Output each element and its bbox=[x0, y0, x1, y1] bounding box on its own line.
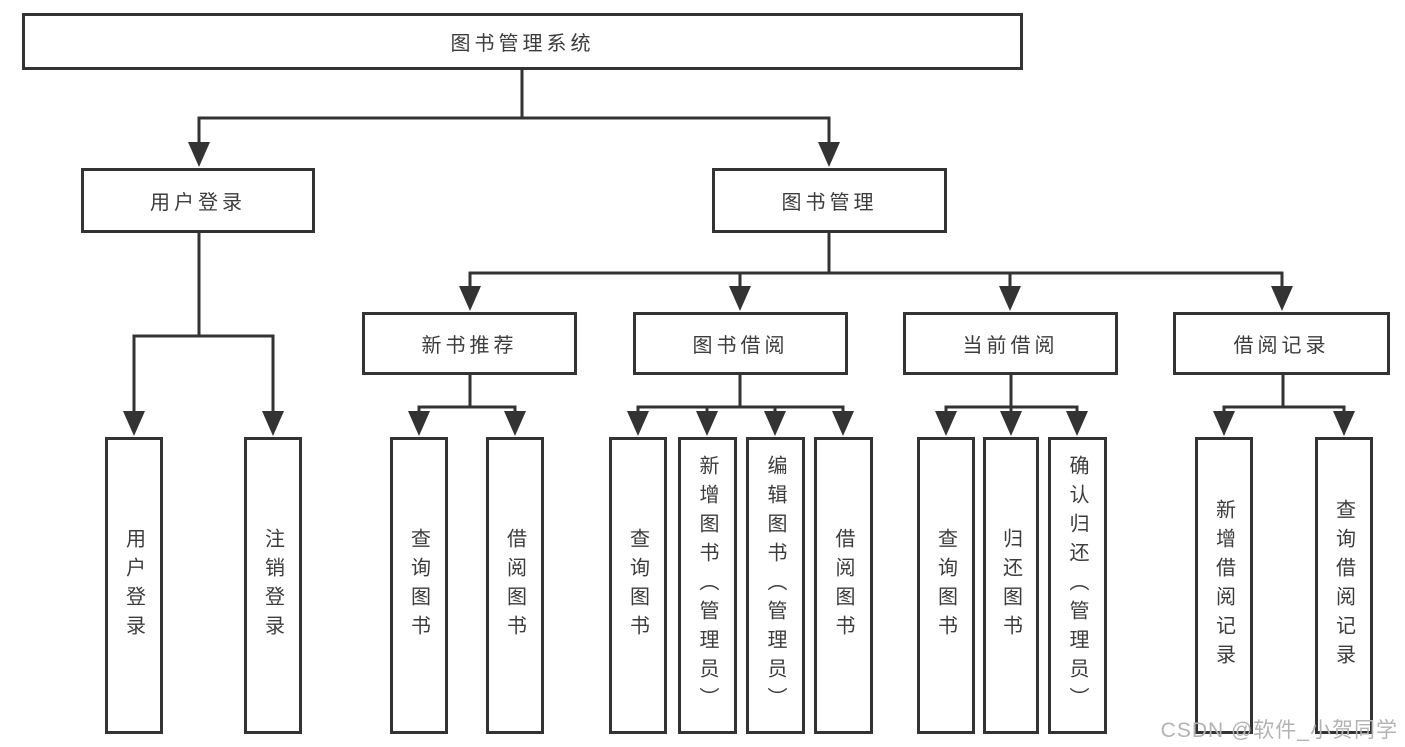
leaf-borrow-books-recommend: 借阅图书 bbox=[486, 437, 544, 734]
leaf-label: 用户登录 bbox=[122, 527, 145, 644]
leaf-label: 查询图书 bbox=[934, 527, 957, 644]
watermark: CSDN @软件_小贺同学 bbox=[1160, 719, 1398, 742]
leaf-add-borrow-record: 新增借阅记录 bbox=[1195, 437, 1253, 734]
group-book-borrowing: 图书借阅 bbox=[633, 312, 848, 375]
group-label: 当前借阅 bbox=[962, 335, 1059, 357]
leaf-label: 借阅图书 bbox=[503, 527, 526, 644]
leaf-label: 归还图书 bbox=[999, 527, 1022, 644]
leaf-edit-books-admin: 编辑图书（管理员） bbox=[746, 437, 805, 734]
leaf-return-books: 归还图书 bbox=[983, 437, 1039, 734]
leaf-label: 查询图书 bbox=[626, 527, 649, 644]
leaf-query-books-borrowing: 查询图书 bbox=[609, 437, 667, 734]
group-current-borrowing: 当前借阅 bbox=[903, 312, 1118, 375]
leaf-label: 编辑图书（管理员） bbox=[764, 455, 786, 716]
branch-user-login: 用户登录 bbox=[81, 168, 315, 233]
leaf-label: 查询借阅记录 bbox=[1332, 498, 1355, 673]
leaf-add-books-admin: 新增图书（管理员） bbox=[678, 437, 737, 734]
group-label: 新书推荐 bbox=[421, 335, 518, 357]
leaf-borrow-books-borrowing: 借阅图书 bbox=[814, 437, 873, 734]
leaf-label: 确认归还（管理员） bbox=[1066, 455, 1088, 716]
leaf-confirm-return-admin: 确认归还（管理员） bbox=[1048, 437, 1107, 734]
leaf-logout-login: 注销登录 bbox=[244, 437, 302, 734]
group-borrowing-records: 借阅记录 bbox=[1173, 312, 1390, 375]
leaf-query-books-current: 查询图书 bbox=[917, 437, 975, 734]
leaf-query-borrow-record: 查询借阅记录 bbox=[1315, 437, 1373, 734]
node-root: 图书管理系统 bbox=[22, 13, 1023, 70]
leaf-label: 新增图书（管理员） bbox=[696, 455, 718, 716]
group-label: 借阅记录 bbox=[1233, 335, 1330, 357]
branch-book-management-label: 图书管理 bbox=[781, 192, 878, 214]
leaf-user-login: 用户登录 bbox=[105, 437, 163, 734]
leaf-label: 新增借阅记录 bbox=[1212, 498, 1235, 673]
leaf-label: 借阅图书 bbox=[832, 527, 854, 644]
group-label: 图书借阅 bbox=[692, 335, 789, 357]
group-new-book-recommendation: 新书推荐 bbox=[362, 312, 577, 375]
leaf-query-books-recommend: 查询图书 bbox=[390, 437, 448, 734]
leaf-label: 注销登录 bbox=[261, 527, 284, 644]
node-root-label: 图书管理系统 bbox=[450, 33, 595, 55]
branch-book-management: 图书管理 bbox=[712, 168, 947, 233]
branch-user-login-label: 用户登录 bbox=[150, 192, 246, 214]
leaf-label: 查询图书 bbox=[407, 527, 430, 644]
